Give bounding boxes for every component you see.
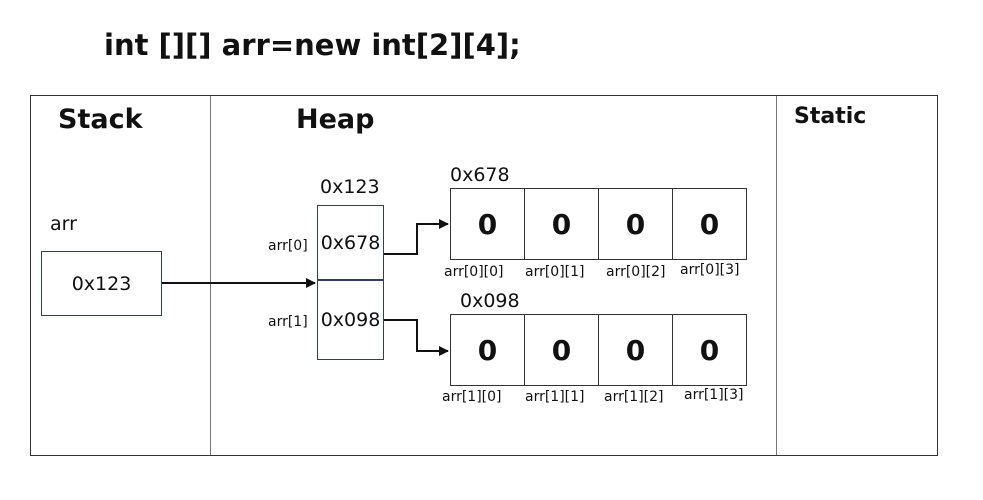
- row-1-cell-1: 0: [524, 314, 599, 386]
- row-1-address: 0x098: [460, 290, 520, 312]
- row-0-cell-2: 0: [598, 188, 673, 260]
- outer-cell-1-value: 0x098: [320, 309, 381, 331]
- row-1-cell-2: 0: [598, 314, 673, 386]
- row-1-label-2: arr[1][2]: [604, 389, 664, 405]
- static-section-label: Static: [794, 104, 867, 129]
- row-1-label-3: arr[1][3]: [684, 387, 744, 403]
- outer-array-address: 0x123: [320, 176, 380, 198]
- outer-cell-0-value: 0x678: [320, 231, 381, 254]
- row-0-address: 0x678: [450, 164, 510, 186]
- row-0-cell-0: 0: [450, 188, 525, 260]
- row-0-cell-1: 0: [524, 188, 599, 260]
- row-0-label-0: arr[0][0]: [444, 264, 504, 280]
- memory-frame: [30, 95, 938, 456]
- arr0-to-row0-arrow: [384, 219, 449, 255]
- outer-cell-1: 0x098: [317, 280, 384, 360]
- outer-cell-0: 0x678: [317, 205, 384, 280]
- heap-section-label: Heap: [296, 104, 375, 135]
- row-0-label-2: arr[0][2]: [606, 264, 666, 280]
- outer-cell-1-label: arr[1]: [268, 314, 308, 330]
- stack-var-value: 0x123: [71, 272, 132, 295]
- row-0-label-1: arr[0][1]: [525, 264, 585, 280]
- arr1-to-row1-arrow: [384, 319, 449, 356]
- stack-section-label: Stack: [58, 104, 143, 135]
- row-1-cell-0: 0: [450, 314, 525, 386]
- row-0-cell-3: 0: [672, 188, 747, 260]
- code-title: int [][] arr=new int[2][4];: [104, 28, 521, 62]
- row-1-cell-3: 0: [672, 314, 747, 386]
- stack-var-box: 0x123: [41, 251, 162, 316]
- row-1-label-1: arr[1][1]: [525, 389, 585, 405]
- stack-var-label: arr: [50, 213, 77, 235]
- heap-static-divider: [776, 96, 777, 455]
- row-0-label-3: arr[0][3]: [680, 262, 740, 278]
- stack-heap-divider: [210, 96, 211, 455]
- outer-cell-0-label: arr[0]: [268, 238, 308, 254]
- row-1-label-0: arr[1][0]: [442, 389, 502, 405]
